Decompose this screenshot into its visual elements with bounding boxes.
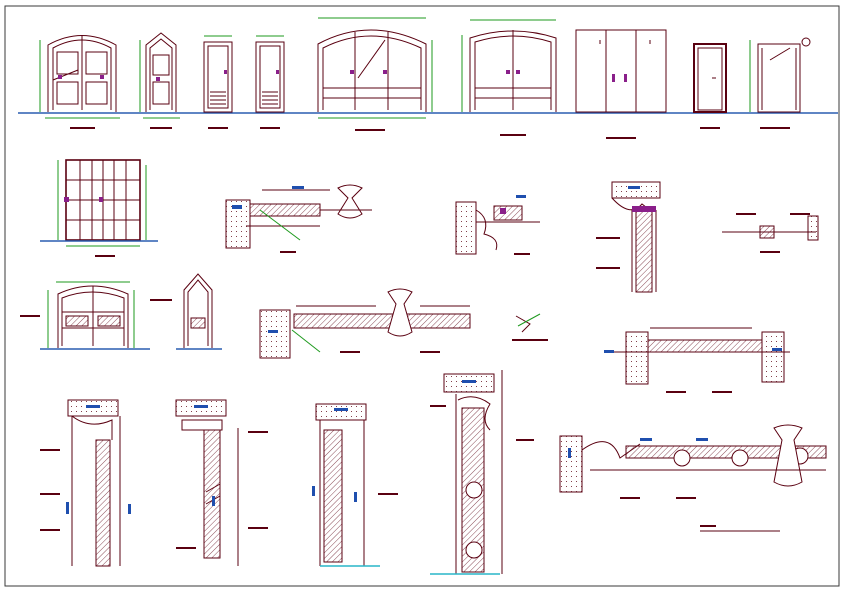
elevation-sliding-panels [575, 29, 667, 139]
elevation-triple-arched-door [317, 17, 433, 131]
elevation-french-window [40, 159, 158, 257]
plan-detail-sliding [259, 288, 471, 359]
vertical-section-1 [40, 399, 131, 567]
plan-detail-right [604, 327, 790, 393]
section-detail-a [225, 184, 372, 253]
elevation-plain-door [693, 43, 727, 129]
elevation-door-with-jamb [749, 37, 811, 129]
elevation-arched-window-pair [20, 281, 172, 350]
elevation-double-door-2 [461, 19, 557, 136]
section-detail-d [722, 213, 819, 253]
elevation-louver-door-1 [203, 35, 233, 129]
section-detail-b [455, 195, 540, 255]
elevation-single-door-arched [139, 32, 180, 129]
elevation-double-door-arched [39, 35, 120, 129]
vertical-section-2 [175, 399, 268, 566]
small-joint-detail [512, 313, 548, 341]
elevation-louver-door-2 [255, 35, 285, 129]
vertical-section-3 [312, 403, 398, 567]
vertical-section-4 [430, 370, 534, 575]
elevation-narrow-arched-window [176, 273, 222, 350]
plan-detail-bottom [559, 424, 827, 499]
section-detail-c [596, 181, 661, 293]
title-mark [700, 525, 780, 532]
sheet-border [4, 5, 840, 587]
